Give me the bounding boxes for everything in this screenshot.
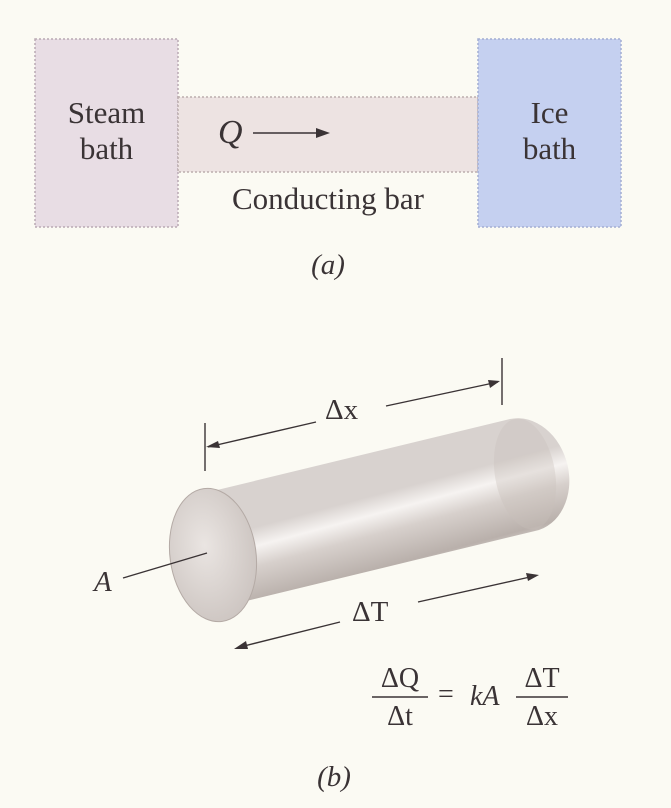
area-label: A: [94, 566, 112, 598]
caption-b: (b): [317, 761, 351, 793]
steam-bath-box: [34, 38, 179, 228]
steam-bath-line2: bath: [79, 131, 134, 166]
eq-rhs-numerator: ΔT: [524, 663, 560, 694]
panel-b-shapes: [122, 358, 570, 698]
cylinder: [168, 418, 570, 623]
area-pointer: [122, 552, 208, 579]
temperature-arrow: [234, 573, 539, 649]
heat-symbol: Q: [218, 114, 243, 151]
length-dimension: [204, 358, 503, 471]
length-label: Δx: [325, 394, 359, 426]
conducting-bar-label: Conducting bar: [232, 181, 424, 216]
steam-bath-label: Steam bath: [35, 95, 178, 167]
heat-flow-arrow: [253, 128, 330, 138]
eq-rhs-denominator: Δx: [525, 701, 558, 732]
ice-bath-line1: Ice: [530, 95, 569, 130]
eq-coefficient: kA: [470, 681, 500, 712]
steam-bath-line1: Steam: [67, 95, 146, 130]
ice-bath-line2: bath: [522, 131, 577, 166]
cylinder-end-face: [168, 487, 258, 623]
conducting-bar: [177, 96, 479, 173]
temp-label: ΔT: [352, 596, 389, 628]
eq-lhs-numerator: ΔQ: [380, 663, 420, 694]
panel-a-shapes: [34, 38, 622, 228]
ice-bath-label: Ice bath: [478, 95, 621, 167]
ice-bath-box: [477, 38, 622, 228]
caption-a: (a): [311, 249, 345, 281]
eq-lhs-denominator: Δt: [387, 701, 413, 732]
eq-equals: =: [438, 679, 454, 710]
